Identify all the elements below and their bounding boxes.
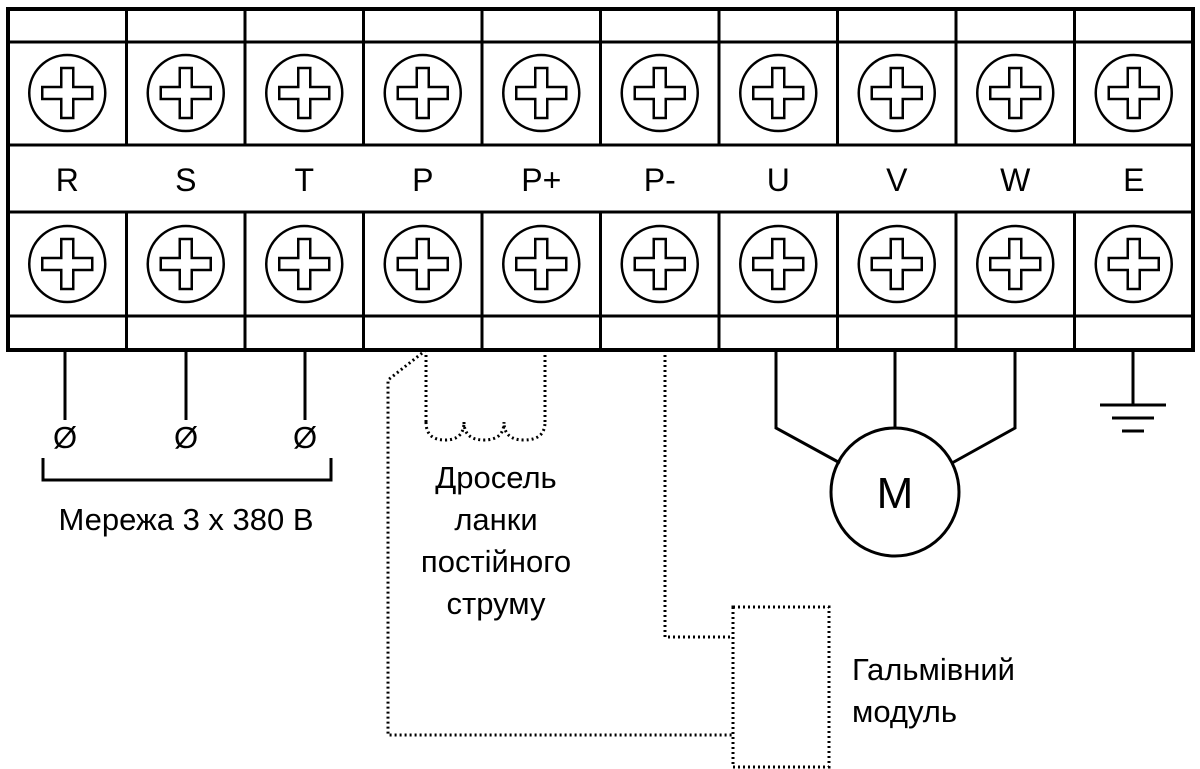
terminal-label: W: [1000, 162, 1031, 198]
mains-wires: [41, 350, 333, 482]
ground-icon: [1100, 350, 1166, 433]
bottom-screw-icon-0: [28, 224, 107, 304]
terminal-label: R: [56, 162, 79, 198]
top-screw-icon-3: [383, 53, 462, 133]
motor-wiring: [774, 350, 1017, 558]
choke-caption-line-4: струму: [447, 586, 546, 621]
bottom-screw-icon-8: [976, 224, 1055, 304]
terminal-label: T: [294, 162, 314, 198]
bottom-screw-icon-3: [383, 224, 462, 304]
mains-caption: Мережа 3 х 380 В: [58, 502, 313, 537]
terminal-label: E: [1123, 162, 1144, 198]
top-screw-icon-8: [976, 53, 1055, 133]
terminal-labels: R S T P P+ P- U V W E: [56, 162, 1145, 198]
bottom-screw-icon-6: [739, 224, 818, 304]
choke-caption-line-3: постійного: [421, 544, 571, 579]
bottom-screw-icon-9: [1094, 224, 1173, 304]
screw-row: [28, 53, 1173, 304]
terminal-label: P-: [644, 162, 676, 198]
bottom-screw-icon-2: [265, 224, 344, 304]
top-screw-icon-0: [28, 53, 107, 133]
top-screw-icon-1: [146, 53, 225, 133]
brake-caption-line-1: Гальмівний: [852, 652, 1015, 687]
bottom-screw-icon-5: [620, 224, 699, 304]
top-screw-icon-5: [620, 53, 699, 133]
mains-terminal-symbol: Ø: [53, 420, 77, 455]
motor-symbol-label: M: [877, 469, 914, 518]
terminal-label: P+: [521, 162, 561, 198]
terminal-block: [6, 7, 1195, 352]
top-screw-icon-4: [502, 53, 581, 133]
top-screw-icon-9: [1094, 53, 1173, 133]
terminal-label: S: [175, 162, 196, 198]
brake-caption-line-2: модуль: [852, 694, 957, 729]
top-screw-icon-6: [739, 53, 818, 133]
top-screw-icon-2: [265, 53, 344, 133]
choke-caption-line-2: ланки: [454, 502, 537, 537]
terminal-label: P: [412, 162, 433, 198]
terminal-label: V: [886, 162, 908, 198]
bottom-screw-icon-7: [857, 224, 936, 304]
dc-choke: [386, 348, 831, 769]
mains-terminal-symbol: Ø: [293, 420, 317, 455]
mains-terminal-symbol: Ø: [174, 420, 198, 455]
bottom-screw-icon-4: [502, 224, 581, 304]
bottom-screw-icon-1: [146, 224, 225, 304]
choke-caption-line-1: Дросель: [435, 460, 556, 495]
terminal-label: U: [767, 162, 790, 198]
top-screw-icon-7: [857, 53, 936, 133]
